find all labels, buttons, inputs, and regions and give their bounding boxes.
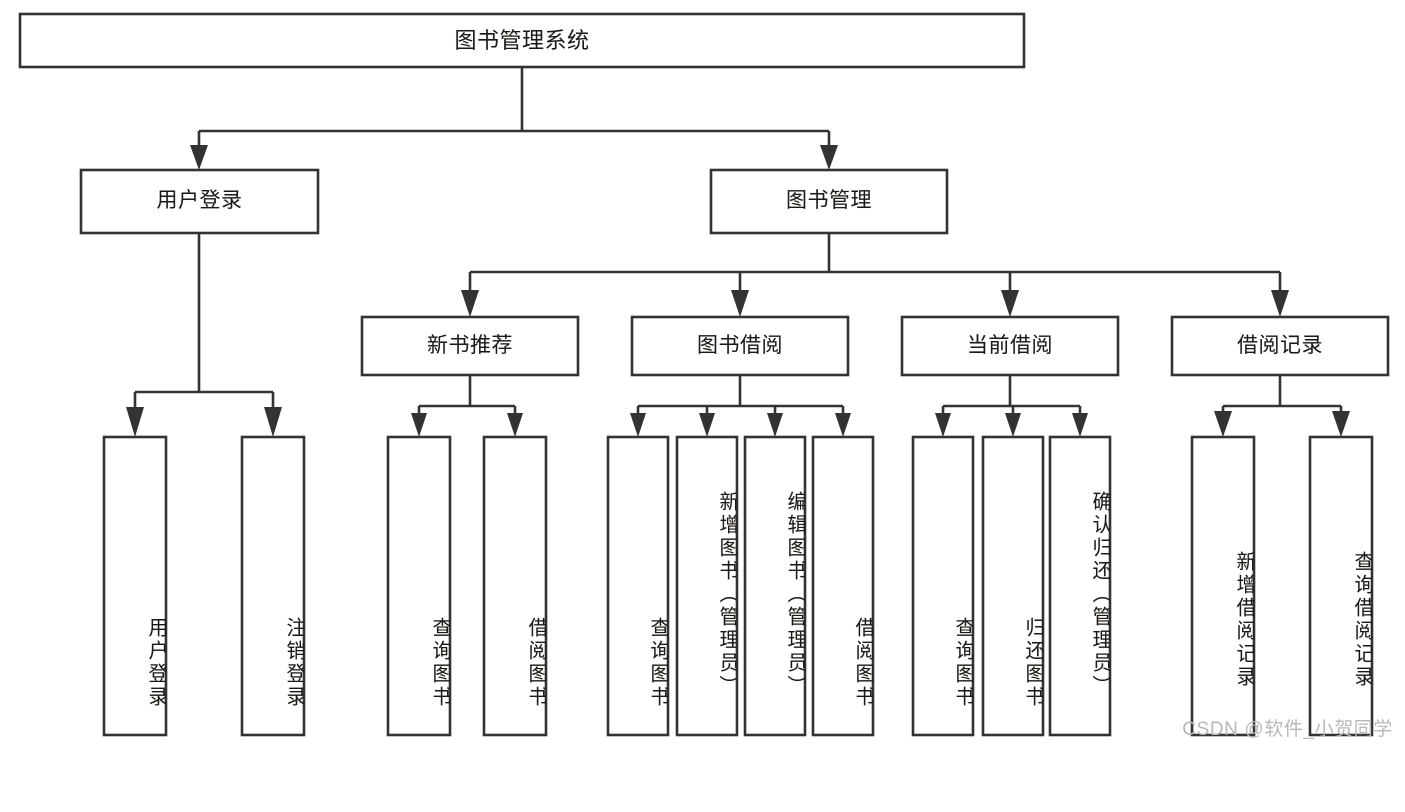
node-box-leaf-borrow-add-book[interactable] (675, 435, 739, 737)
node-box-current-borrow[interactable] (900, 315, 1120, 377)
arrowhead-borrow-record (1271, 290, 1289, 317)
node-box-leaf-recommend-query-book[interactable] (386, 435, 452, 737)
node-box-new-book-recommend[interactable] (360, 315, 580, 377)
arrowhead-book-management (820, 145, 838, 170)
arrowhead-current-query-book (935, 413, 951, 437)
diagram-canvas: 图书管理系统 用户登录 图书管理 新书推荐 图书借阅 当前借阅 借阅记录 用户登… (18, 12, 1393, 740)
arrowhead-recommend-borrow-book (507, 413, 523, 437)
arrowhead-current-return-book (1005, 413, 1021, 437)
node-box-leaf-borrow-borrow-book[interactable] (811, 435, 875, 737)
arrowhead-borrow-borrow-book (835, 413, 851, 437)
node-box-book-borrow[interactable] (630, 315, 850, 377)
node-box-leaf-record-add[interactable] (1190, 435, 1256, 737)
arrowhead-leaf-user-login (126, 407, 144, 437)
node-box-leaf-user-login[interactable] (102, 435, 168, 737)
arrowhead-borrow-add-book (699, 413, 715, 437)
arrowhead-borrow-edit-book (767, 413, 783, 437)
arrowhead-current-borrow (1001, 290, 1019, 317)
arrowhead-current-confirm-return (1072, 413, 1088, 437)
arrowhead-borrow-query-book (630, 413, 646, 437)
watermark-text: CSDN @软件_小贺同学 (1182, 719, 1393, 740)
arrowhead-leaf-user-logout (264, 407, 282, 437)
node-box-leaf-borrow-edit-book[interactable] (743, 435, 807, 737)
node-box-leaf-recommend-borrow-book[interactable] (482, 435, 548, 737)
node-box-leaf-current-confirm-return[interactable] (1048, 435, 1112, 737)
node-box-leaf-current-query-book[interactable] (911, 435, 975, 737)
node-box-leaf-record-query[interactable] (1308, 435, 1374, 737)
node-box-borrow-record[interactable] (1170, 315, 1390, 377)
node-box-leaf-current-return-book[interactable] (981, 435, 1045, 737)
arrowhead-user-login (190, 145, 208, 170)
node-box-root[interactable] (18, 12, 1026, 69)
node-box-leaf-borrow-query-book[interactable] (606, 435, 670, 737)
node-box-user-login[interactable] (79, 168, 320, 235)
node-box-book-management[interactable] (709, 168, 949, 235)
arrowhead-record-query (1332, 411, 1350, 437)
flowchart-svg (18, 12, 1390, 737)
arrowhead-book-borrow (731, 290, 749, 317)
node-box-leaf-user-logout[interactable] (240, 435, 306, 737)
arrowhead-new-book-recommend (461, 290, 479, 317)
arrowhead-record-add (1214, 411, 1232, 437)
arrowhead-recommend-query-book (411, 413, 427, 437)
